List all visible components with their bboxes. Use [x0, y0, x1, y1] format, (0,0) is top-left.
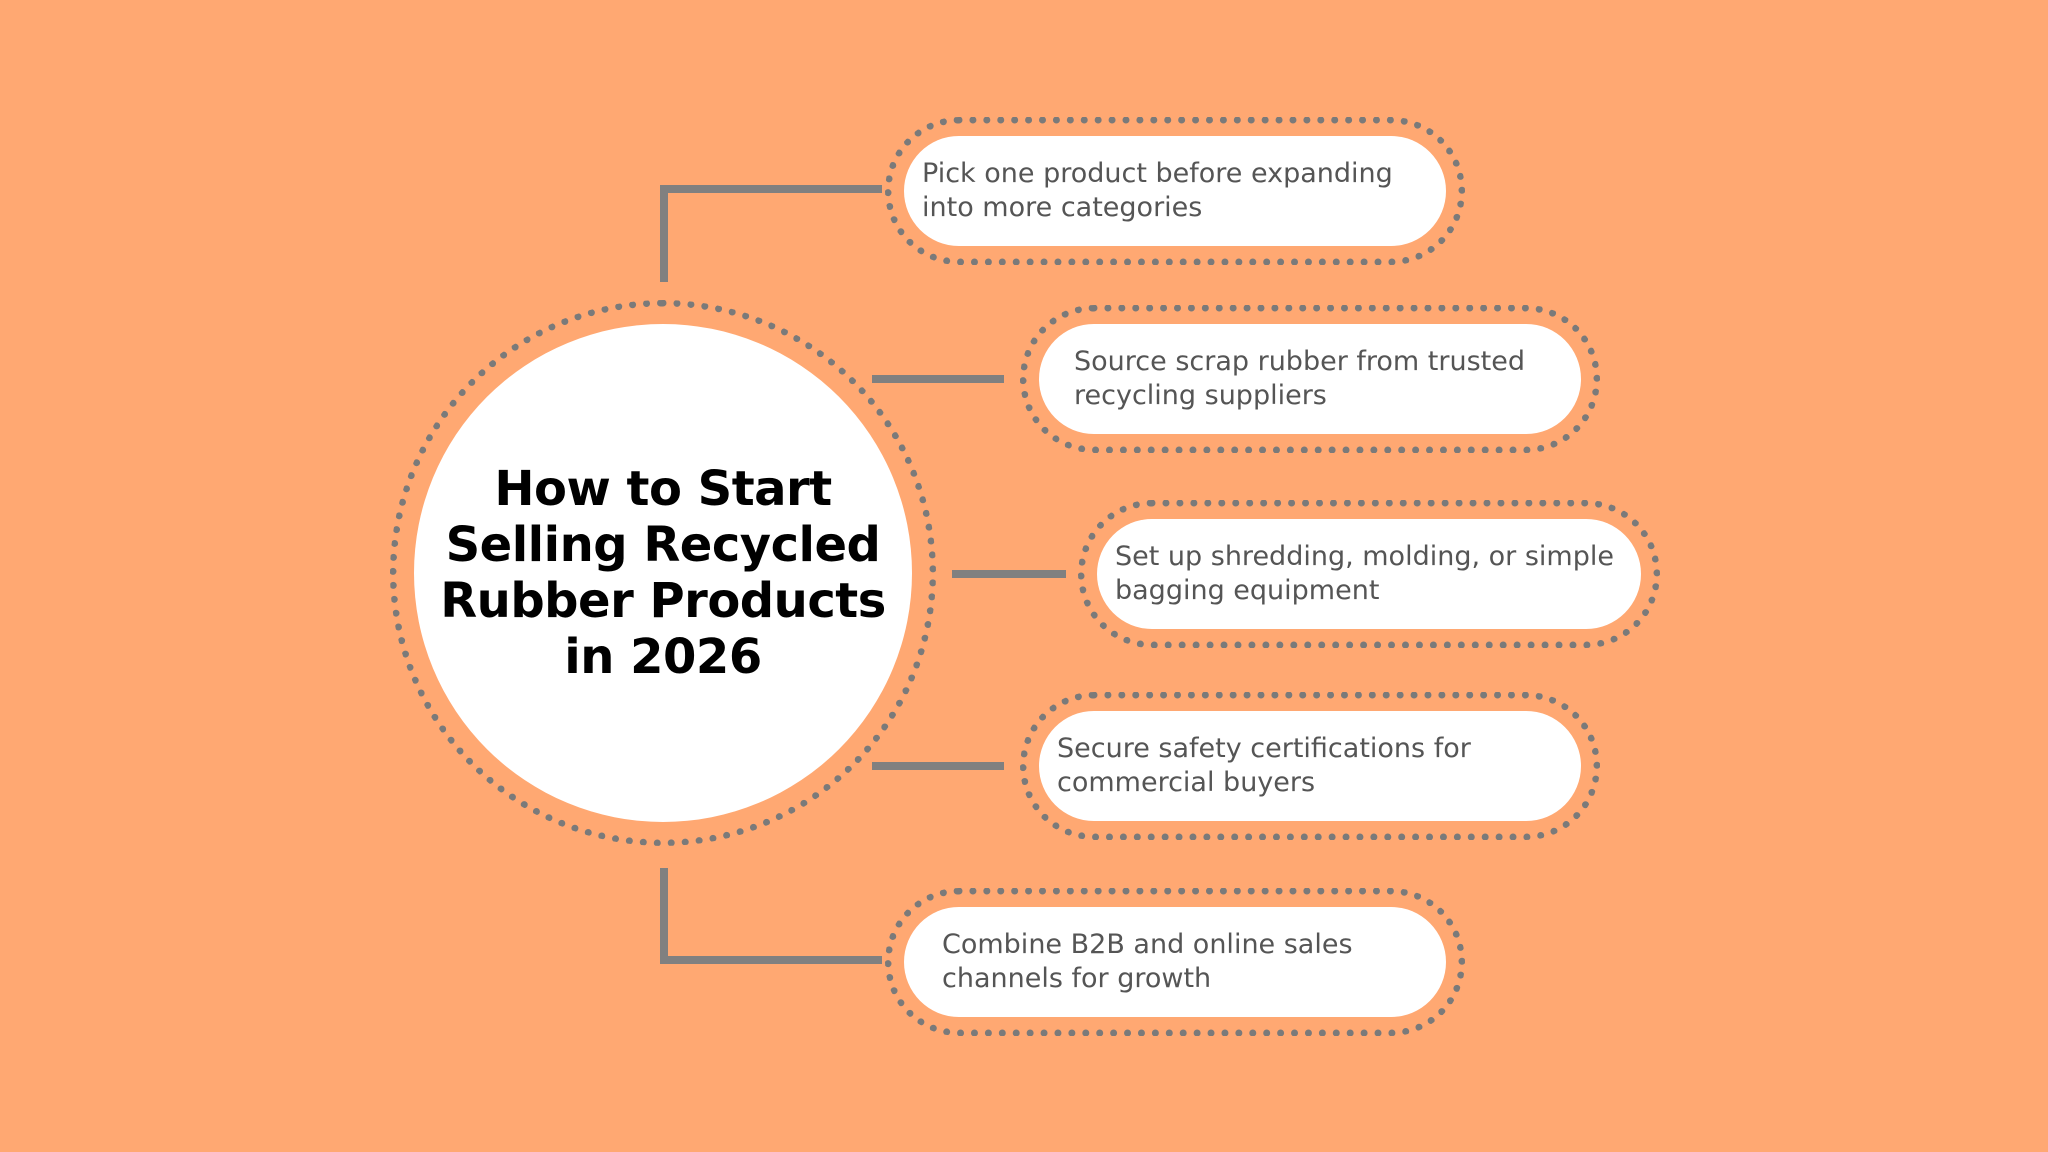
step-3-box: Set up shredding, molding, or simple bag…	[1097, 519, 1641, 629]
step-3-border	[1078, 500, 1660, 648]
step-5-border	[885, 888, 1465, 1036]
step-5-text: Combine B2B and online sales channels fo…	[942, 929, 1353, 994]
step-3-text: Set up shredding, molding, or simple bag…	[1115, 541, 1614, 606]
step-2-text: Source scrap rubber from trusted recycli…	[1074, 346, 1525, 411]
step-4-text: Secure safety certifications for commerc…	[1057, 733, 1471, 798]
step-4-border	[1020, 692, 1600, 840]
step-2-box: Source scrap rubber from trusted recycli…	[1039, 324, 1581, 434]
step-5-box: Combine B2B and online sales channels fo…	[904, 907, 1446, 1017]
step-2-border	[1020, 305, 1600, 453]
step-1-box: Pick one product before expanding into m…	[904, 136, 1446, 246]
center-circle: How to Start Selling Recycled Rubber Pro…	[414, 324, 912, 822]
connector-step-5	[660, 868, 882, 964]
connector-step-1	[660, 185, 882, 282]
step-1-border	[885, 117, 1465, 265]
center-circle-border	[390, 300, 936, 846]
diagram-title: How to Start Selling Recycled Rubber Pro…	[440, 461, 886, 685]
step-1-text: Pick one product before expanding into m…	[922, 158, 1393, 223]
step-4-box: Secure safety certifications for commerc…	[1039, 711, 1581, 821]
